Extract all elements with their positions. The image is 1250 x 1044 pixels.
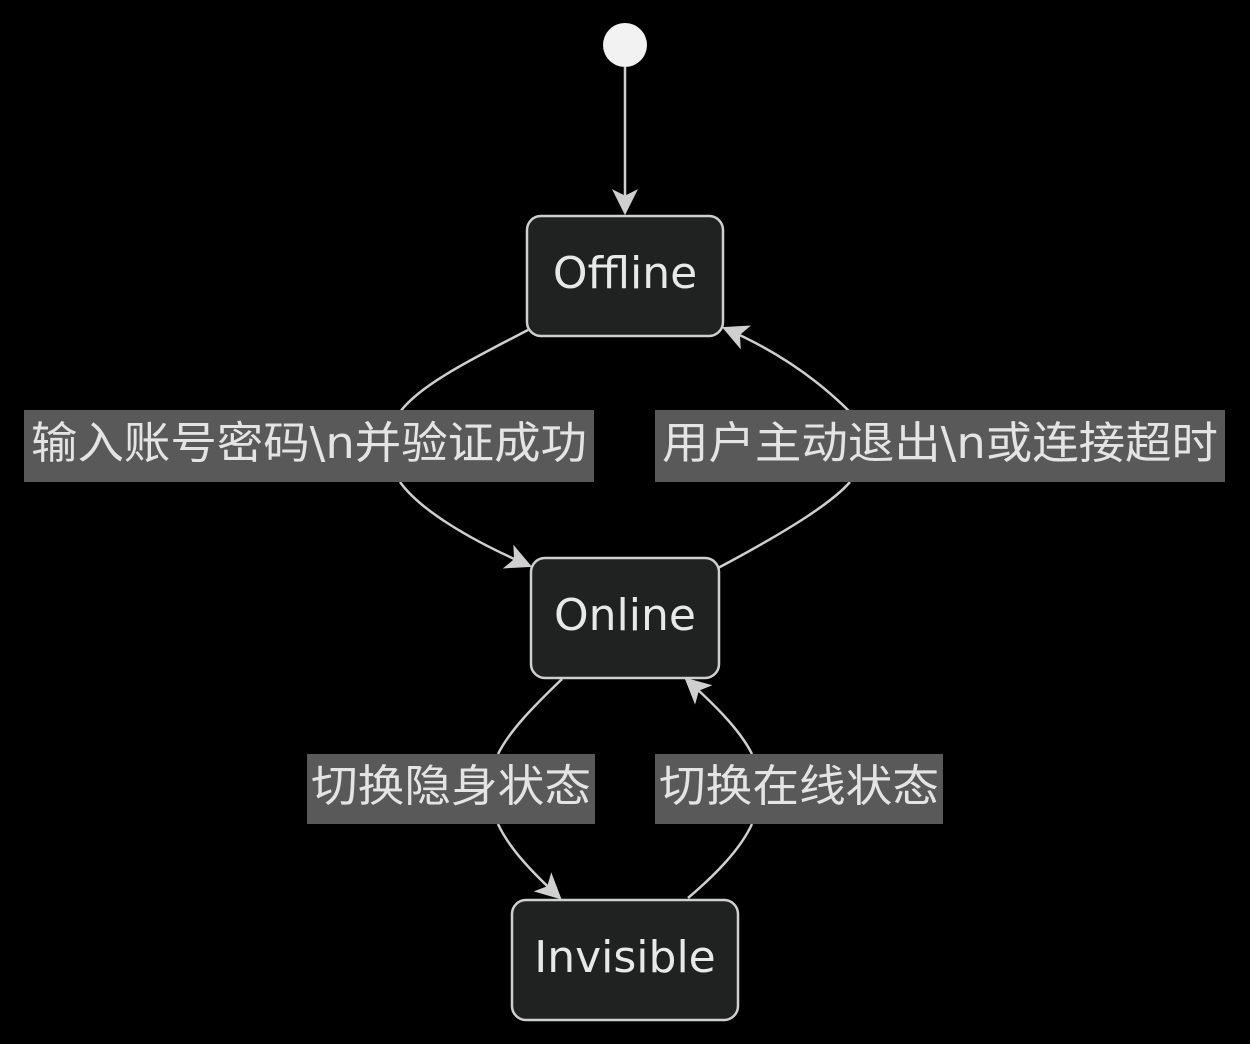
edge-online-to-offline — [718, 328, 851, 570]
edge-offline-to-online — [398, 328, 530, 566]
transition-label-login: 输入账号密码\n并验证成功 — [24, 410, 594, 482]
transition-logout-text: 用户主动退出\n或连接超时 — [662, 418, 1218, 469]
edge-online-to-invisible — [496, 678, 562, 898]
initial-state-dot — [603, 23, 647, 67]
state-online-label: Online — [554, 590, 696, 641]
transition-to-invisible-text: 切换隐身状态 — [311, 761, 591, 812]
transition-login-text: 输入账号密码\n并验证成功 — [31, 418, 587, 469]
state-offline-label: Offline — [553, 248, 697, 299]
transition-label-logout: 用户主动退出\n或连接超时 — [655, 410, 1225, 482]
transition-to-online-text: 切换在线状态 — [659, 761, 939, 812]
edge-invisible-to-online — [686, 679, 754, 899]
transition-label-to-invisible: 切换隐身状态 — [307, 754, 595, 824]
state-invisible[interactable]: Invisible — [510, 898, 740, 1022]
state-invisible-label: Invisible — [534, 932, 716, 983]
transition-label-to-online: 切换在线状态 — [655, 754, 943, 824]
state-online[interactable]: Online — [529, 556, 721, 680]
state-offline[interactable]: Offline — [525, 214, 725, 338]
